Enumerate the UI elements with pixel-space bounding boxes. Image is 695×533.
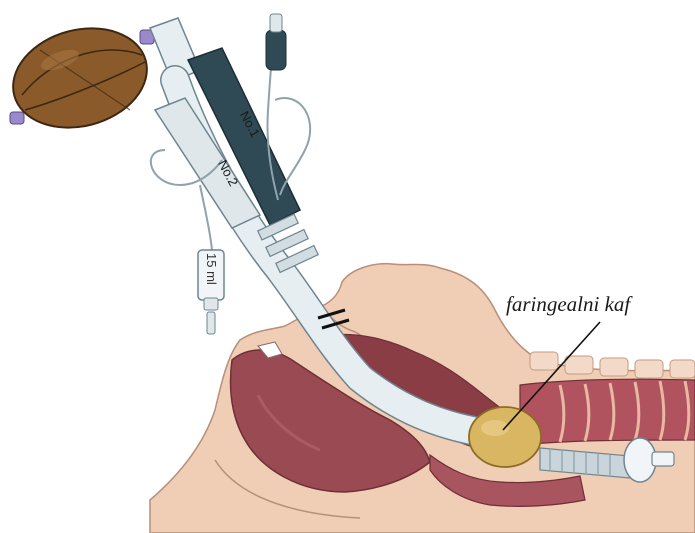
cuff-label: faringealni kaf — [506, 292, 633, 316]
pharyngeal-cuff — [469, 407, 541, 467]
syringe-volume-label: 15 ml — [204, 253, 219, 285]
pilot-balloon — [266, 14, 286, 70]
breathing-bag — [2, 14, 158, 142]
trachea — [520, 379, 695, 445]
